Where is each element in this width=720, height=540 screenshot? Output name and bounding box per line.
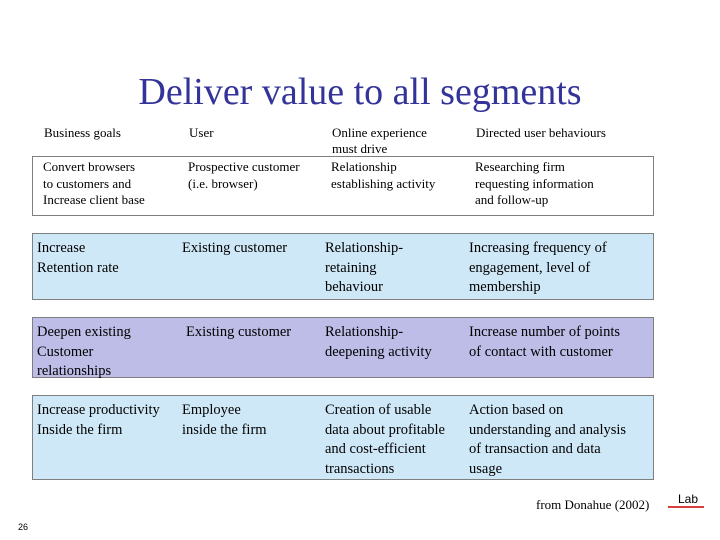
cell-directed-behaviour: Increase number of points of contact wit… bbox=[469, 323, 620, 362]
cell-line: Existing customer bbox=[186, 324, 292, 340]
cell-line: Researching firm bbox=[475, 159, 565, 174]
cell-line: and follow-up bbox=[475, 192, 549, 207]
cell-line: inside the firm bbox=[182, 421, 267, 438]
cell-line: Increase number of points bbox=[469, 324, 620, 340]
header-business-goals: Business goals bbox=[44, 125, 121, 140]
cell-line: Relationship- bbox=[325, 240, 404, 256]
cell-line: engagement, level of bbox=[469, 259, 591, 276]
cell-line: Increase client base bbox=[43, 192, 145, 207]
cell-line: Existing customer bbox=[182, 240, 288, 256]
cell-line: data about profitable bbox=[325, 421, 445, 438]
header-line: must drive bbox=[332, 141, 388, 156]
cell-line: relationships bbox=[37, 363, 112, 379]
cell-line: Increasing frequency of bbox=[469, 240, 607, 256]
cell-line: and cost-efficient bbox=[325, 441, 426, 457]
cell-line: Increase bbox=[37, 240, 86, 256]
header-line: Online experience bbox=[332, 125, 427, 140]
slide-title: Deliver value to all segments bbox=[138, 71, 582, 113]
table-row: Increase Retention rate Existing custome… bbox=[32, 233, 654, 300]
cell-online-experience: Relationship- retaining behaviour bbox=[325, 239, 403, 298]
cell-user: Existing customer bbox=[182, 239, 287, 259]
cell-line: Customer bbox=[37, 343, 94, 360]
cell-directed-behaviour: Researching firm requesting information … bbox=[475, 159, 594, 209]
cell-business-goal: Increase Retention rate bbox=[37, 239, 119, 278]
cell-line: of transaction and data bbox=[469, 441, 601, 457]
cell-line: establishing activity bbox=[331, 175, 436, 191]
source-citation: from Donahue (2002) bbox=[536, 497, 650, 512]
table-row: Convert browsers to customers and Increa… bbox=[32, 156, 654, 216]
cell-line: Increase productivity bbox=[37, 402, 160, 418]
cell-directed-behaviour: Increasing frequency of engagement, leve… bbox=[469, 239, 607, 298]
cell-line: transactions bbox=[325, 460, 395, 477]
cell-line: usage bbox=[469, 460, 503, 477]
cell-line: Creation of usable bbox=[325, 402, 432, 418]
cell-online-experience: Relationship establishing activity bbox=[331, 159, 435, 192]
cell-online-experience: Creation of usable data about profitable… bbox=[325, 401, 445, 479]
header-online-experience: Online experience must drive bbox=[332, 125, 462, 157]
cell-line: Relationship bbox=[331, 159, 397, 174]
cell-line: understanding and analysis bbox=[469, 421, 627, 438]
cell-line: Action based on bbox=[469, 402, 564, 418]
cell-line: of contact with customer bbox=[469, 343, 613, 360]
cell-line: behaviour bbox=[325, 279, 383, 295]
cell-line: requesting information bbox=[475, 175, 594, 191]
cell-line: to customers and bbox=[43, 175, 132, 191]
header-user: User bbox=[189, 125, 214, 140]
page-number: 26 bbox=[18, 522, 29, 532]
logo-text: Lab bbox=[678, 492, 698, 506]
cell-line: Convert browsers bbox=[43, 159, 136, 174]
cell-line: retaining bbox=[325, 259, 377, 276]
header-directed-user-behaviours: Directed user behaviours bbox=[476, 125, 606, 140]
cell-business-goal: Increase productivity Inside the firm bbox=[37, 401, 160, 440]
cell-line: deepening activity bbox=[325, 343, 432, 360]
cell-online-experience: Relationship- deepening activity bbox=[325, 323, 432, 362]
cell-user: Employee inside the firm bbox=[182, 401, 267, 440]
cell-line: Inside the firm bbox=[37, 421, 123, 438]
cell-line: (i.e. browser) bbox=[188, 175, 258, 191]
cell-user: Existing customer bbox=[186, 323, 291, 343]
cell-line: Employee bbox=[182, 402, 241, 418]
cell-line: Deepen existing bbox=[37, 324, 131, 340]
table-row: Increase productivity Inside the firm Em… bbox=[32, 395, 654, 480]
cell-line: Retention rate bbox=[37, 259, 119, 276]
table-row: Deepen existing Customer relationships E… bbox=[32, 317, 654, 379]
cell-directed-behaviour: Action based on understanding and analys… bbox=[469, 401, 626, 479]
lab-logo-graphic: Lab bbox=[668, 492, 704, 508]
cell-business-goal: Convert browsers to customers and Increa… bbox=[43, 159, 145, 209]
cell-business-goal: Deepen existing Customer relationships bbox=[37, 323, 131, 382]
cell-user: Prospective customer (i.e. browser) bbox=[188, 159, 300, 192]
cell-line: Relationship- bbox=[325, 324, 404, 340]
cell-line: membership bbox=[469, 279, 541, 295]
cell-line: Prospective customer bbox=[188, 159, 300, 174]
lab-logo: Lab bbox=[668, 492, 704, 512]
